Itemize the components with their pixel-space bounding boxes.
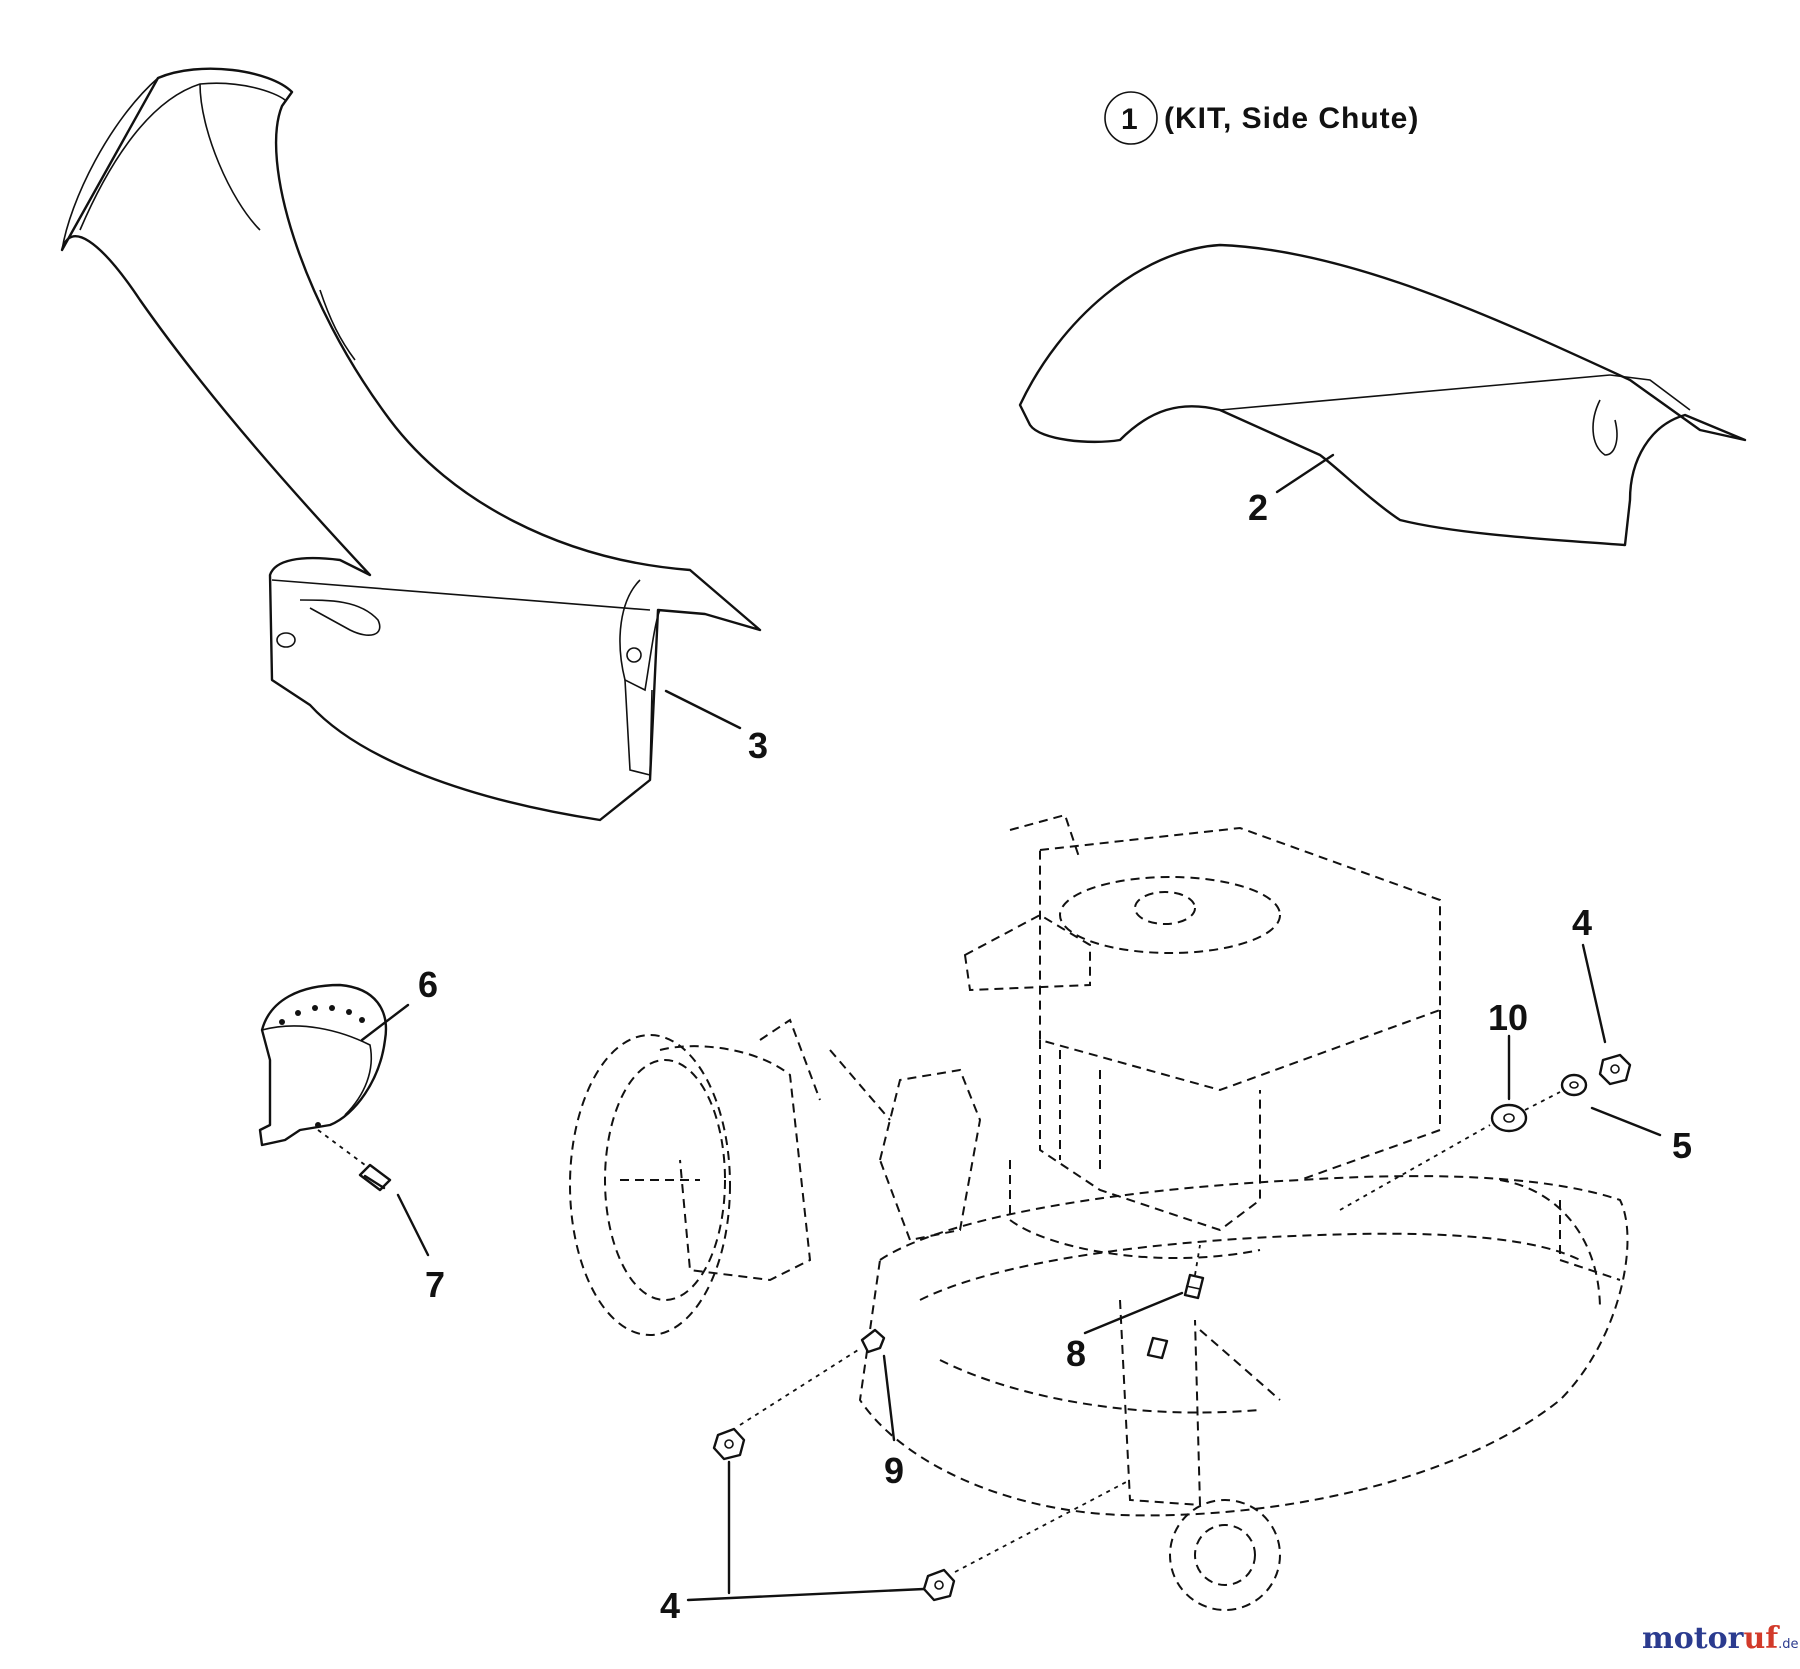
leader-lines [360,453,1662,1602]
callout-10: 10 [1488,997,1528,1038]
callout-4-top: 4 [1572,902,1592,943]
door-plate-holes [279,1005,365,1128]
nut-right-shape [1598,1053,1632,1086]
callout-6: 6 [418,964,438,1005]
callout-4-bottom: 4 [660,1585,680,1626]
large-washer-shape [1490,1103,1528,1133]
nut-lower-shape [922,1568,956,1602]
washer-shape [1560,1073,1588,1097]
screw-shape [860,1328,886,1354]
hardware-parts [712,1053,1632,1602]
watermark-logo: motoruf.de [1642,1621,1799,1656]
side-chute-drawing [60,67,762,822]
nut-left-shape [712,1427,746,1461]
kit-header: 1 (KIT, Side Chute) [1104,91,1419,145]
callout-3: 3 [748,725,768,766]
callout-5: 5 [1672,1125,1692,1166]
watermark-tld: .de [1778,1637,1798,1652]
door-plate-drawing [258,983,388,1147]
deflector-cover-drawing [1018,243,1747,547]
kit-number-circle [1104,91,1158,145]
stud-shape [1183,1273,1205,1300]
watermark-brand-a: motor [1642,1621,1745,1656]
kit-number: 1 [1121,103,1138,136]
kit-label: (KIT, Side Chute) [1164,102,1419,135]
callout-9: 9 [884,1450,904,1491]
callout-8: 8 [1066,1333,1086,1374]
callout-7: 7 [425,1264,445,1305]
svg-text:motoruf.de: motoruf.de [1642,1621,1799,1656]
callout-labels: 2 3 4 5 6 7 8 9 10 4 [418,487,1692,1626]
watermark-brand-b: uf [1743,1621,1780,1656]
callout-2: 2 [1248,487,1268,528]
bolt-drawing [317,1129,392,1192]
mower-phantom-outline [569,813,1629,1611]
